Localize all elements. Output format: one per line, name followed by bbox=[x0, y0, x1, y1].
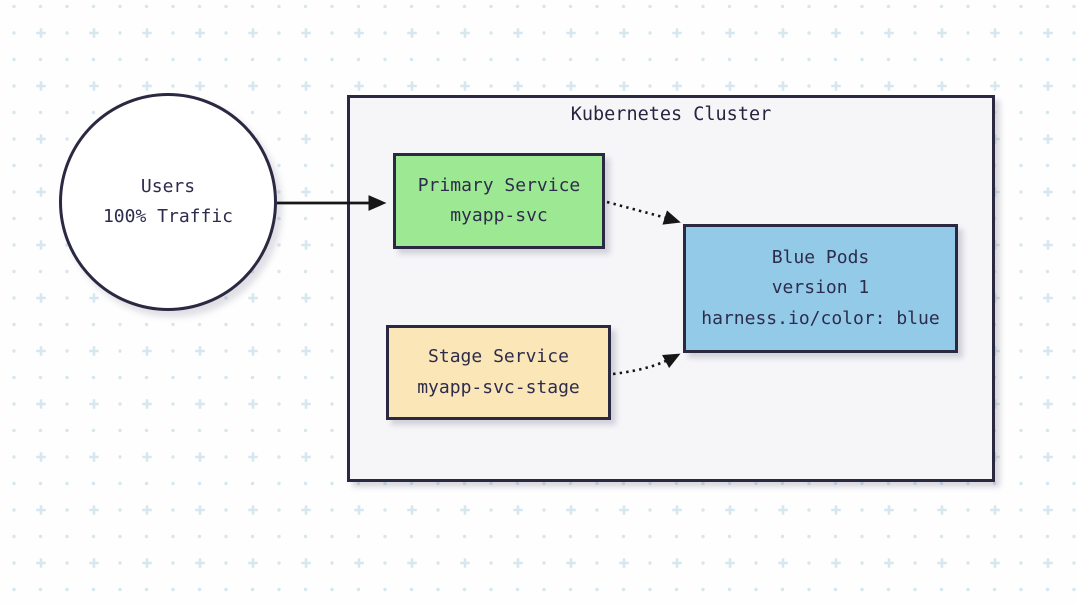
users-label-line2: 100% Traffic bbox=[102, 206, 234, 227]
blue-pods-label-line2: version 1 bbox=[771, 277, 870, 299]
users-node: Users 100% Traffic bbox=[59, 93, 277, 311]
cluster-title: Kubernetes Cluster bbox=[570, 104, 772, 125]
stage-service-label-line2: myapp-svc-stage bbox=[417, 376, 580, 398]
primary-service-label-line1: Primary Service bbox=[417, 174, 581, 196]
stage-service-node: Stage Service myapp-svc-stage bbox=[386, 325, 611, 420]
blue-pods-label-line3: harness.io/color: blue bbox=[701, 307, 940, 329]
primary-service-label-line2: myapp-svc bbox=[450, 205, 548, 226]
primary-service-node: Primary Service myapp-svc bbox=[393, 153, 605, 249]
stage-service-label-line1: Stage Service bbox=[428, 346, 569, 367]
blue-pods-node: Blue Pods version 1 harness.io/color: bl… bbox=[683, 224, 958, 353]
blue-pods-label-line1: Blue Pods bbox=[771, 246, 870, 268]
users-label-line1: Users bbox=[140, 175, 196, 197]
